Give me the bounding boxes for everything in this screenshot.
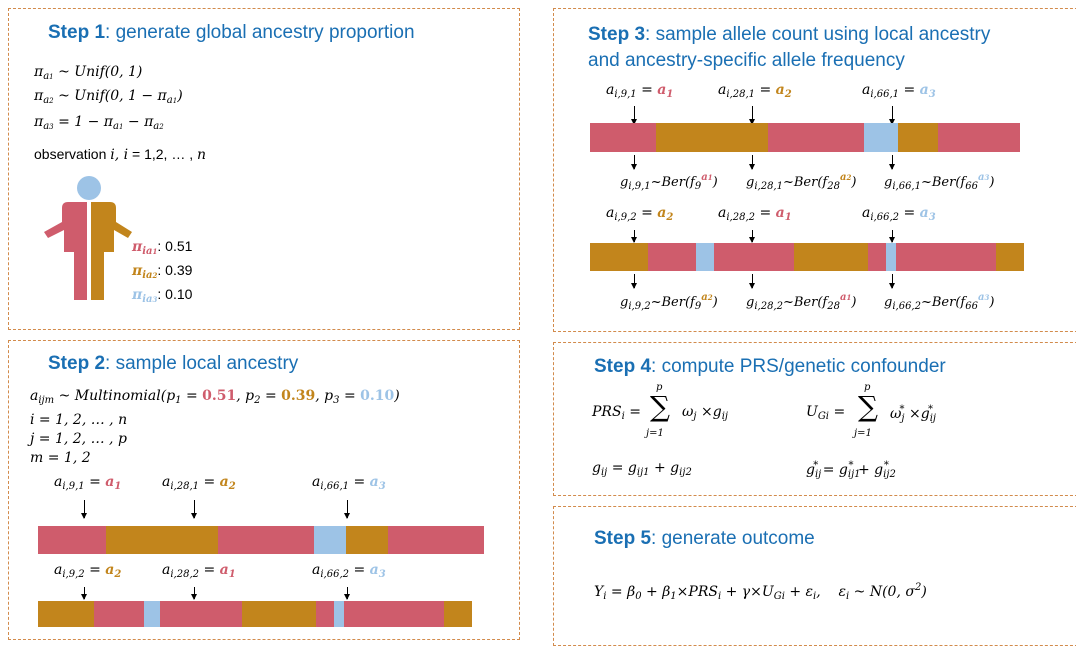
- s2-r2-label1: ai,9,2 = a2: [54, 562, 122, 580]
- prop1: πia1: 0.51: [132, 238, 193, 257]
- step2-j-range: j = 1, 2, … , p: [30, 431, 127, 447]
- s3-r2-down3: [889, 274, 895, 289]
- s2-r2-label2: ai,28,2 = a1: [162, 562, 236, 580]
- step5-eq: Yi = β0 + β1×PRSi + γ×UGi + εi, εi ~ N(0…: [594, 582, 927, 602]
- step4-panel: [553, 342, 1076, 496]
- s2-chromosome-2: [38, 601, 472, 627]
- s2-chromosome-1: [38, 526, 484, 554]
- step1-title: Step 1: generate global ancestry proport…: [48, 22, 415, 44]
- step4-gij-star: gij* = gij1* + gij2*: [806, 460, 896, 480]
- s3-r2-label1: ai,9,2 = a2: [606, 205, 674, 223]
- s3-r1-down1: [631, 155, 637, 170]
- s3-r2-arrow2: [749, 230, 755, 243]
- s3-r1-label1: ai,9,1 = a1: [606, 82, 674, 100]
- step1-eq2: πa2 ~ Unif(0, 1 − πa1): [34, 88, 183, 106]
- s2-r1-label1: ai,9,1 = a1: [54, 474, 122, 492]
- step2-eq-main: aijm ~ Multinomial(p1 = 0.51, p2 = 0.39,…: [30, 388, 400, 406]
- step2-i-range: i = 1, 2, … , n: [30, 412, 128, 428]
- s3-r2-down2: [749, 274, 755, 289]
- s2-r1-arrow2: [191, 500, 197, 519]
- s2-r1-arrow3: [344, 500, 350, 519]
- step1-title-rest: : generate global ancestry proportion: [105, 22, 415, 43]
- person-left-half: [44, 202, 89, 300]
- s3-chromosome-2: [590, 243, 1024, 271]
- s2-r1-arrow1: [81, 500, 87, 519]
- s3-r2-label3: ai,66,2 = a3: [862, 205, 936, 223]
- prop2: πia2: 0.39: [132, 262, 193, 281]
- step3-title: Step 3: sample allele count using local …: [588, 24, 991, 71]
- step1-panel: [8, 8, 520, 330]
- s3-r1-label3: ai,66,1 = a3: [862, 82, 936, 100]
- step4-gij: gij = gij1 + gij2: [592, 460, 692, 478]
- s3-r1-arrow1: [631, 106, 637, 125]
- step1-title-bold: Step 1: [48, 22, 106, 43]
- s3-r1-out1: gi,9,1~Ber(f9a1): [620, 172, 718, 192]
- s3-r2-down1: [631, 274, 637, 289]
- step1-eq1: πa1 ~ Unif(0, 1): [34, 64, 143, 82]
- step2-title: Step 2: sample local ancestry: [48, 353, 299, 374]
- s2-r2-label3: ai,66,2 = a3: [312, 562, 386, 580]
- s2-r2-arrow2: [191, 587, 197, 600]
- step3-panel: [553, 8, 1076, 332]
- step4-title: Step 4: compute PRS/genetic confounder: [594, 356, 946, 377]
- step1-observation: observation i, i = 1,2, … , n: [34, 146, 207, 163]
- s3-r2-out3: gi,66,2~Ber(f66a3): [884, 292, 995, 312]
- s3-r2-arrow1: [631, 230, 637, 243]
- s3-chromosome-1: [590, 123, 1020, 152]
- person-head: [77, 176, 101, 200]
- prop3: πia3: 0.10: [132, 286, 193, 305]
- s3-r1-out3: gi,66,1~Ber(f66a3): [884, 172, 995, 192]
- s3-r1-down3: [889, 155, 895, 170]
- s3-r1-label2: ai,28,1 = a2: [718, 82, 792, 100]
- s3-r1-arrow3: [889, 106, 895, 125]
- step1-eq3: πa3 = 1 − πa1 − πa2: [34, 114, 164, 132]
- person-right-half: [89, 202, 132, 300]
- s3-r2-arrow3: [889, 230, 895, 243]
- s3-r2-out2: gi,28,2~Ber(f28a1): [746, 292, 857, 312]
- s2-r1-label2: ai,28,1 = a2: [162, 474, 236, 492]
- s3-r1-arrow2: [749, 106, 755, 125]
- step2-m-range: m = 1, 2: [30, 450, 91, 466]
- s3-r2-label2: ai,28,2 = a1: [718, 205, 792, 223]
- s2-r1-label3: ai,66,1 = a3: [312, 474, 386, 492]
- s3-r2-out1: gi,9,2~Ber(f9a2): [620, 292, 718, 312]
- s3-r1-out2: gi,28,1~Ber(f28a2): [746, 172, 857, 192]
- s2-r2-arrow1: [81, 587, 87, 600]
- step5-title: Step 5: generate outcome: [594, 528, 815, 549]
- s2-r2-arrow3: [344, 587, 350, 600]
- s3-r1-down2: [749, 155, 755, 170]
